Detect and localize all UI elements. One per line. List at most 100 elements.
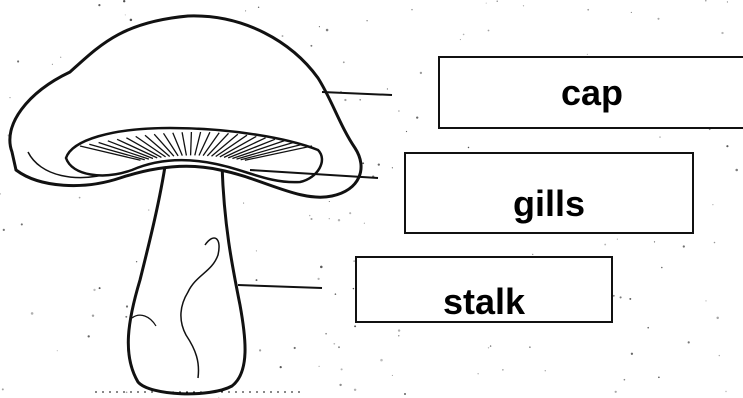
- speckle-dot: [460, 39, 461, 40]
- speckle-dot: [486, 3, 487, 4]
- speckle-dot: [317, 278, 319, 280]
- speckle-dot: [488, 30, 490, 32]
- speckle-dot: [259, 349, 261, 351]
- speckle-dot: [712, 204, 713, 205]
- speckle-dot: [420, 72, 422, 74]
- speckle-dot: [245, 10, 246, 11]
- mushroom-stalk: [128, 160, 245, 394]
- speckle-dot: [282, 35, 284, 37]
- speckle-dot: [310, 218, 312, 220]
- speckle-dot: [148, 209, 150, 211]
- speckle-dot: [658, 376, 660, 378]
- speckle-dot: [359, 99, 361, 101]
- speckle-dot: [353, 288, 354, 289]
- speckle-dot: [339, 384, 341, 386]
- speckle-dot: [654, 241, 655, 242]
- speckle-dot: [329, 201, 330, 202]
- speckle-dot: [727, 1, 728, 2]
- speckle-dot: [488, 347, 489, 348]
- speckle-dot: [123, 0, 125, 2]
- label-cap: cap: [561, 75, 623, 111]
- speckle-dot: [529, 346, 531, 348]
- speckle-dot: [362, 162, 364, 164]
- speckle-dot: [294, 347, 296, 349]
- speckle-dot: [9, 97, 10, 98]
- label-box-cap: cap: [438, 56, 743, 129]
- speckle-dot: [366, 20, 367, 21]
- speckle-dot: [705, 300, 706, 301]
- speckle-dot: [318, 366, 319, 367]
- speckle-dot: [136, 261, 137, 262]
- speckle-dot: [125, 316, 127, 318]
- speckle-dot: [378, 163, 380, 165]
- speckle-dot: [398, 329, 400, 331]
- speckle-dot: [661, 267, 663, 269]
- pointer-line-stalk: [238, 285, 322, 288]
- label-gills: gills: [513, 186, 585, 222]
- speckle-dot: [126, 391, 128, 393]
- speckle-dot: [310, 45, 312, 47]
- speckle-dot: [657, 18, 659, 20]
- speckle-dot: [21, 223, 23, 225]
- label-box-stalk: stalk: [355, 256, 613, 323]
- speckle-dot: [3, 229, 5, 231]
- speckle-dot: [468, 147, 469, 148]
- speckle-dot: [615, 391, 617, 393]
- speckle-dot: [604, 244, 606, 246]
- speckle-dot: [52, 64, 53, 65]
- speckle-dot: [631, 12, 632, 13]
- speckle-dot: [256, 250, 257, 251]
- speckle-dot: [354, 389, 356, 391]
- speckle-dot: [688, 341, 690, 343]
- speckle-dot: [523, 5, 524, 6]
- speckle-dot: [344, 99, 346, 101]
- speckle-dot: [88, 335, 90, 337]
- gill-line: [191, 132, 192, 155]
- speckle-dot: [329, 218, 330, 219]
- speckle-dot: [721, 32, 723, 34]
- speckle-dot: [725, 391, 726, 392]
- speckle-dot: [354, 325, 356, 327]
- speckle-dot: [490, 345, 491, 346]
- speckle-dot: [341, 368, 343, 370]
- speckle-dot: [79, 197, 81, 199]
- speckle-dot: [0, 193, 1, 195]
- speckle-dot: [309, 215, 310, 216]
- speckle-dot: [624, 379, 626, 381]
- speckle-dot: [380, 359, 383, 362]
- speckle-dot: [502, 369, 503, 370]
- speckle-dot: [2, 388, 4, 390]
- speckle-dot: [735, 169, 738, 172]
- speckle-dot: [631, 353, 633, 355]
- speckle-dot: [126, 305, 128, 307]
- label-stalk: stalk: [443, 284, 525, 320]
- speckle-dot: [659, 136, 660, 137]
- speckle-dot: [280, 366, 282, 368]
- speckle-dot: [647, 327, 649, 329]
- speckle-dot: [338, 346, 340, 348]
- speckle-dot: [406, 131, 407, 132]
- speckle-dot: [705, 0, 707, 1]
- speckle-dot: [333, 343, 335, 345]
- speckle-dot: [256, 279, 258, 281]
- speckle-dot: [613, 295, 615, 297]
- speckle-dot: [587, 54, 588, 55]
- speckle-dot: [92, 314, 94, 316]
- speckle-dot: [93, 289, 95, 291]
- speckle-dot: [31, 312, 34, 315]
- speckle-dot: [125, 14, 126, 15]
- speckle-dot: [398, 110, 400, 112]
- speckle-dot: [343, 61, 345, 63]
- speckle-dot: [319, 26, 320, 27]
- speckle-dot: [57, 350, 58, 351]
- speckle-dot: [404, 393, 406, 395]
- speckle-dot: [320, 266, 323, 269]
- speckle-dot: [60, 57, 61, 58]
- speckle-dot: [719, 355, 720, 356]
- pointer-line-cap: [322, 92, 392, 95]
- speckle-dot: [497, 1, 498, 2]
- label-box-gills: gills: [404, 152, 694, 234]
- speckle-dot: [392, 167, 393, 168]
- speckle-dot: [364, 223, 365, 224]
